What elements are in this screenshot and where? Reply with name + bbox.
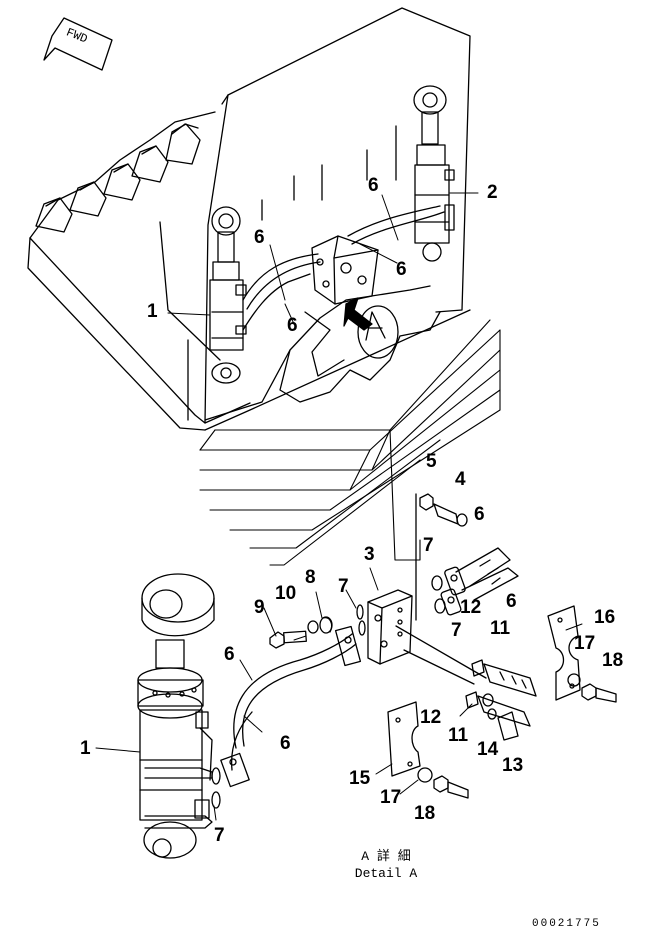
callout-6-right-b: 6 [506,591,517,612]
callout-7-right-a: 7 [423,535,434,556]
callout-17-b: 17 [380,787,402,808]
callout-12-b: 12 [420,707,442,728]
callout-18-a: 18 [602,650,624,671]
callout-8: 8 [305,567,316,588]
leader-lines-upper [168,193,478,324]
callout-14: 14 [477,739,499,760]
callout-7-right-b: 7 [451,620,462,641]
callout-7-left: 7 [214,825,225,846]
leader-lines-lower [96,568,582,820]
callout-10: 10 [275,583,297,604]
right-hose-ends [440,548,518,616]
callout-4: 4 [455,469,466,490]
detail-label-jp: A 詳 細 [361,849,411,864]
callout-13: 13 [502,755,524,776]
callout-2: 2 [487,182,498,203]
callout-6-lower-b: 6 [280,733,291,754]
callout-6-a: 6 [254,227,265,248]
callout-6-b: 6 [287,315,298,336]
bolt-4-5 [416,494,467,620]
bolt-washer-set [270,617,332,648]
callout-1-lower: 1 [80,738,91,759]
callout-5: 5 [426,451,437,472]
callout-6-d: 6 [396,259,407,280]
upper-hoses [243,206,444,330]
left-cylinder-detail [138,574,214,858]
callout-3: 3 [364,544,375,565]
callout-16: 16 [594,607,616,628]
callout-12-a: 12 [460,597,482,618]
callout-6-c: 6 [368,175,379,196]
lower-hoses [221,627,361,787]
upper-valve-block [312,236,378,304]
callout-18-b: 18 [414,803,436,824]
detail-label: A 詳 細 Detail A [336,848,436,882]
callout-11-b: 11 [448,725,469,746]
left-tilt-cylinder-upper [210,207,246,383]
callout-1-upper: 1 [147,301,158,322]
ground-shading [200,320,500,565]
bucket-outline [28,8,470,430]
callout-6-right-a: 6 [474,504,485,525]
callout-7-mid: 7 [338,576,349,597]
callout-15: 15 [349,768,371,789]
plate-16 [548,606,616,702]
callout-11-a: 11 [490,618,511,639]
view-marker-a-glyph [366,312,385,340]
fittings-11-12 [396,626,536,740]
right-tilt-cylinder-upper [414,86,454,261]
document-number: 00021775 [532,918,601,930]
plate-15 [388,702,468,798]
detail-label-en: Detail A [354,866,418,881]
view-arrow-icon [344,298,372,330]
callout-9: 9 [254,597,265,618]
callout-6-lower-a: 6 [224,644,235,665]
forward-arrow-icon [44,18,112,70]
callout-17-a: 17 [574,633,596,654]
valve-block-detail [368,590,412,664]
